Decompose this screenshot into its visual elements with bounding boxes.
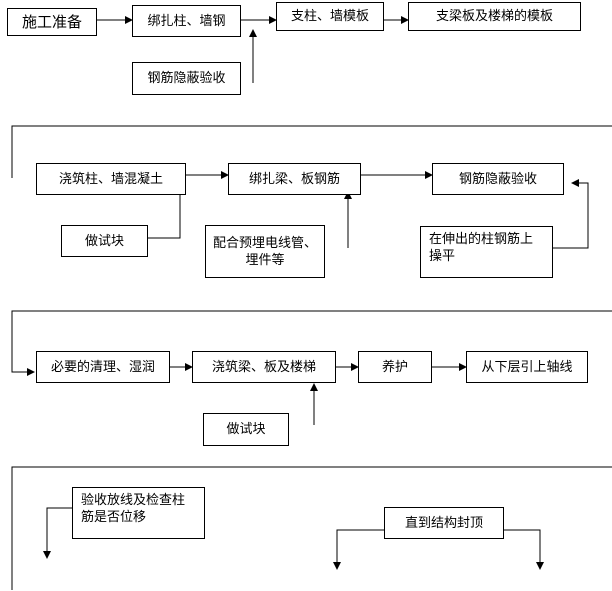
box-make-test-block-1: 做试块 [61,225,148,257]
step-pour-beam-slab-stair: 浇筑梁、板及楼梯 [192,351,336,383]
step-pour-column-wall-concrete: 浇筑柱、墙混凝土 [36,163,186,195]
step-rebar-concealed-inspection-2: 钢筋隐蔽验收 [432,163,564,195]
step-lift-axis-from-below: 从下层引上轴线 [466,351,588,383]
frame-row4 [11,466,612,590]
arrow-r4-top-left [333,529,384,570]
step-column-wall-formwork: 支柱、墙模板 [276,2,384,31]
step-curing: 养护 [358,351,432,383]
arrow-r4-top-right [504,529,544,570]
frame-row3 [11,310,612,376]
arrow-r2-level [553,179,589,249]
box-level-on-column-rebar: 在伸出的柱钢筋上操平 [420,226,553,278]
box-make-test-block-2: 做试块 [203,413,289,446]
box-rebar-concealed-inspection-1: 钢筋隐蔽验收 [132,62,241,95]
frame-row2 [11,125,612,178]
step-beam-slab-stair-formwork: 支梁板及楼梯的模板 [408,2,581,31]
box-until-structure-topped: 直到结构封顶 [384,507,504,539]
box-embed-conduit-parts: 配合预埋电线管、埋件等 [205,225,325,278]
arrow-r2-sample [148,184,184,239]
step-clean-and-wet: 必要的清理、湿润 [36,351,170,383]
step-tie-column-wall-rebar: 绑扎柱、墙钢 [132,5,241,37]
step-tie-beam-slab-rebar: 绑扎梁、板钢筋 [228,163,361,195]
box-check-layout-column-rebar: 验收放线及检查柱筋是否位移 [72,487,205,539]
arrow-r4-check [43,507,72,559]
step-construction-prep: 施工准备 [7,8,97,36]
